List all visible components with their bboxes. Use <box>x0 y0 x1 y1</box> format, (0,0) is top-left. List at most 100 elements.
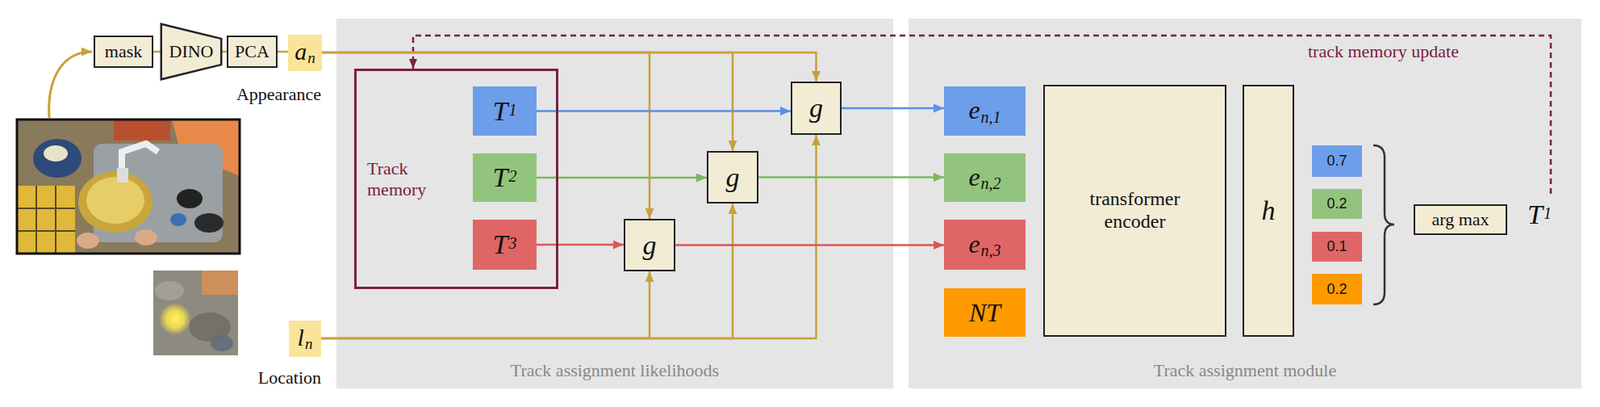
scene-photo <box>16 119 240 254</box>
box-label: g <box>643 229 657 260</box>
box-label: l <box>297 323 305 351</box>
label-group: T3 <box>492 228 518 260</box>
scene-photo <box>33 138 82 178</box>
label-group: arg max <box>1431 208 1489 230</box>
embedding-box: en,3 <box>944 219 1026 270</box>
panel-title: Track assignment likelihoods <box>336 359 894 381</box>
scene-photo <box>16 185 76 254</box>
label-group: T2 <box>492 161 518 193</box>
score-box: 0.1 <box>1311 231 1362 262</box>
function-box: g <box>790 81 842 135</box>
box-label: T <box>492 229 509 260</box>
label-group: T1 <box>492 95 518 127</box>
track-box: T1 <box>472 86 537 136</box>
scene-photo <box>194 213 224 233</box>
label-group: en,2 <box>968 162 1001 193</box>
scene-photo <box>16 119 240 254</box>
scene-photo <box>78 171 153 233</box>
box-label: transformer encoder <box>1090 187 1181 232</box>
connector <box>675 243 945 247</box>
box-label: NT <box>969 297 1001 327</box>
label-group: en,1 <box>968 95 1001 126</box>
score-box: 0.2 <box>1311 273 1362 305</box>
embedding-box: en,1 <box>944 86 1026 136</box>
box-label: g <box>726 162 740 193</box>
connector <box>321 52 650 219</box>
connector <box>321 203 733 339</box>
connector <box>277 50 289 54</box>
label-group: mask <box>104 41 143 62</box>
track-box: T2 <box>472 153 537 202</box>
input-arrow <box>49 51 92 118</box>
location-thumbnail <box>153 270 239 356</box>
scene-photo <box>113 119 171 141</box>
box-label: e <box>968 229 980 259</box>
connector <box>536 243 624 247</box>
scene-photo <box>16 119 240 254</box>
scene-photo <box>170 213 187 226</box>
panel-band: Track assignment likelihoods Track memory… <box>336 18 894 389</box>
box-label: h <box>1261 195 1276 226</box>
box-label: e <box>968 95 980 125</box>
index-label: n,1 <box>981 108 1002 126</box>
memory-title: Track memory <box>367 157 448 201</box>
box-label: a <box>294 37 307 65</box>
input-label: Location <box>258 367 322 389</box>
input-label: Appearance <box>236 83 322 105</box>
index-label: n <box>307 49 316 67</box>
location-thumbnail <box>210 334 234 351</box>
trapezoid-outline <box>161 24 222 80</box>
argmax-box: arg max <box>1413 204 1508 235</box>
process-box: PCA <box>226 35 278 68</box>
box-label: arg max <box>1431 208 1489 230</box>
box-label: mask <box>104 41 143 62</box>
embedding-box: NT <box>944 288 1026 337</box>
index-label: n,3 <box>981 241 1002 260</box>
label-group: PCA <box>234 41 270 62</box>
box-label: DINO <box>169 41 214 62</box>
label-group: g <box>643 229 657 261</box>
box-label: 0.7 <box>1326 152 1347 169</box>
box-label: e <box>968 162 980 192</box>
output-track-label: T1 <box>1527 198 1552 230</box>
scene-photo <box>176 188 203 209</box>
label-group: 0.2 <box>1326 195 1347 213</box>
connector <box>321 271 650 339</box>
label-group: en,3 <box>968 229 1001 260</box>
label-group: ln <box>297 323 314 353</box>
embedding-box: en,2 <box>944 153 1026 202</box>
location-thumbnail <box>201 270 239 295</box>
output-index: 1 <box>1543 204 1552 222</box>
panel-band: Track assignment moduleen,1en,2en,3NTtra… <box>908 18 1582 389</box>
score-box: 0.2 <box>1311 188 1362 219</box>
connector <box>841 107 945 110</box>
box-label: 0.1 <box>1326 238 1347 255</box>
label-group: 0.7 <box>1326 152 1347 170</box>
label-group: transformer encoder <box>1074 187 1196 233</box>
connector <box>321 52 817 82</box>
index-label: 3 <box>508 233 517 252</box>
label-group: g <box>726 161 740 193</box>
box-label: g <box>809 92 823 123</box>
location-thumbnail <box>153 270 239 356</box>
head-box: h <box>1242 84 1295 337</box>
label-group: h <box>1261 194 1276 226</box>
output-symbol: T <box>1527 199 1543 230</box>
connector <box>758 175 945 179</box>
label-group: NT <box>969 297 1001 328</box>
scene-photo <box>16 185 76 254</box>
process-box: mask <box>93 35 154 68</box>
brace <box>1373 145 1395 305</box>
label-group: g <box>809 91 823 124</box>
label-group: 0.2 <box>1326 280 1347 298</box>
transformer-box: transformer encoder <box>1043 84 1227 337</box>
scene-photo <box>134 229 158 246</box>
feature-box: ln <box>288 320 322 357</box>
box-label: 0.2 <box>1326 280 1347 297</box>
scene-photo <box>43 145 68 162</box>
panel-title: Track assignment module <box>908 359 1582 381</box>
score-box: 0.7 <box>1311 145 1362 177</box>
location-thumbnail <box>154 280 184 301</box>
box-label: T <box>492 162 509 193</box>
